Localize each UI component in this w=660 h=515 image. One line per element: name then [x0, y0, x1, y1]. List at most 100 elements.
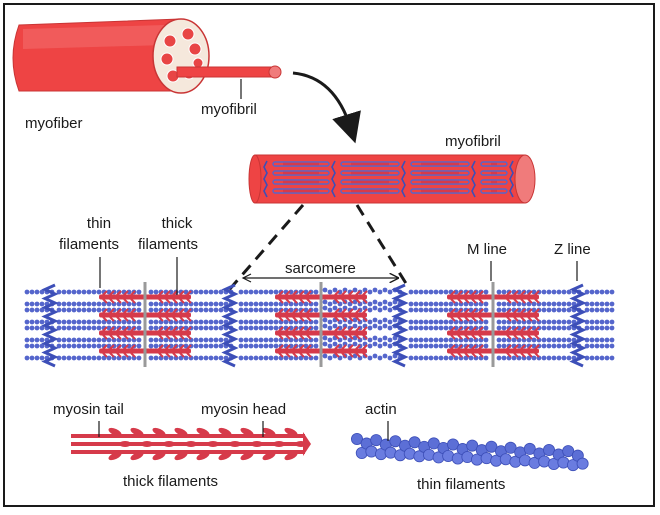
actin-bead: [604, 355, 610, 361]
actin-bead: [418, 319, 424, 325]
actin-bead: [71, 319, 77, 325]
actin-bead: [81, 319, 87, 325]
actin-bead: [258, 319, 264, 325]
actin-bead: [418, 343, 424, 349]
actin-bead: [273, 337, 279, 343]
actin-bead: [352, 341, 358, 347]
actin-bead: [352, 353, 358, 359]
actin-bead: [198, 307, 204, 313]
actin-bead: [56, 319, 62, 325]
actin-bead: [566, 343, 572, 349]
actin-bead: [372, 305, 378, 311]
actin-bead: [551, 343, 557, 349]
actin-bead: [238, 307, 244, 313]
myosin-head: [179, 344, 185, 358]
actin-bead: [594, 337, 600, 343]
actin-bead: [448, 301, 454, 307]
actin-bead: [468, 343, 474, 349]
actin-bead: [273, 307, 279, 313]
actin-bead: [468, 355, 474, 361]
actin-bead: [153, 301, 159, 307]
actin-bead: [589, 337, 595, 343]
myosin-head: [362, 290, 368, 304]
actin-bead: [203, 289, 209, 295]
actin-bead: [313, 343, 319, 349]
actin-bead: [136, 355, 142, 361]
actin-bead: [56, 301, 62, 307]
actin-bead: [218, 301, 224, 307]
actin-monomer: [543, 443, 556, 456]
actin-bead: [76, 355, 82, 361]
actin-bead: [604, 289, 610, 295]
actin-bead: [463, 319, 469, 325]
actin-bead: [238, 355, 244, 361]
actin-bead: [238, 343, 244, 349]
actin-bead: [372, 287, 378, 293]
myosin-head: [520, 344, 526, 358]
actin-bead: [258, 301, 264, 307]
myosin-head: [464, 290, 470, 304]
actin-bead: [408, 343, 414, 349]
actin-bead: [372, 299, 378, 305]
myosin-head: [130, 326, 136, 340]
actin-bead: [413, 343, 419, 349]
myosin-head: [285, 344, 291, 358]
actin-bead: [496, 337, 502, 343]
actin-bead: [243, 319, 249, 325]
actin-bead: [501, 289, 507, 295]
actin-bead: [322, 305, 328, 311]
actin-bead: [253, 355, 259, 361]
myosin-head: [513, 308, 519, 322]
mini-thin-filament: [340, 179, 400, 185]
actin-bead: [263, 343, 269, 349]
actin-bead: [594, 289, 600, 295]
mini-thin-filament: [340, 161, 400, 167]
actin-bead: [218, 289, 224, 295]
myosin-head: [348, 326, 354, 340]
actin-bead: [29, 319, 35, 325]
mini-z-disc: [509, 160, 514, 198]
myosin-head: [165, 290, 171, 304]
actin-bead: [193, 307, 199, 313]
actin-bead: [24, 289, 30, 295]
myosin-head: [457, 344, 463, 358]
actin-bead: [106, 355, 112, 361]
actin-bead: [136, 319, 142, 325]
actin-bead: [29, 337, 35, 343]
myosin-head: [116, 326, 122, 340]
myosin-head: [341, 344, 347, 358]
myosin-head: [130, 427, 144, 437]
actin-bead: [193, 343, 199, 349]
actin-bead: [428, 337, 434, 343]
actin-bead: [213, 289, 219, 295]
actin-bead: [556, 307, 562, 313]
myofibril-label-middle: myofibril: [445, 133, 501, 150]
myosin-head: [471, 326, 477, 340]
myosin-head: [116, 344, 122, 358]
actin-bead: [468, 319, 474, 325]
actin-bead: [61, 355, 67, 361]
actin-bead: [34, 301, 40, 307]
myosin-head: [471, 344, 477, 358]
actin-bead: [468, 301, 474, 307]
actin-bead: [327, 301, 333, 307]
actin-bead: [39, 301, 45, 307]
actin-bead: [91, 301, 97, 307]
actin-bead: [418, 355, 424, 361]
actin-bead: [168, 307, 174, 313]
actin-bead: [96, 301, 102, 307]
sarcomere-band: [24, 282, 615, 368]
actin-bead: [148, 355, 154, 361]
actin-bead: [313, 337, 319, 343]
actin-bead: [61, 319, 67, 325]
actin-bead: [496, 307, 502, 313]
actin-bead: [218, 355, 224, 361]
myosin-head: [284, 451, 298, 461]
actin-monomer: [504, 441, 517, 454]
actin-bead: [29, 325, 35, 331]
actin-bead: [203, 337, 209, 343]
actin-bead: [584, 289, 590, 295]
myosin-head: [109, 290, 115, 304]
actin-bead: [418, 325, 424, 331]
actin-bead: [367, 301, 373, 307]
